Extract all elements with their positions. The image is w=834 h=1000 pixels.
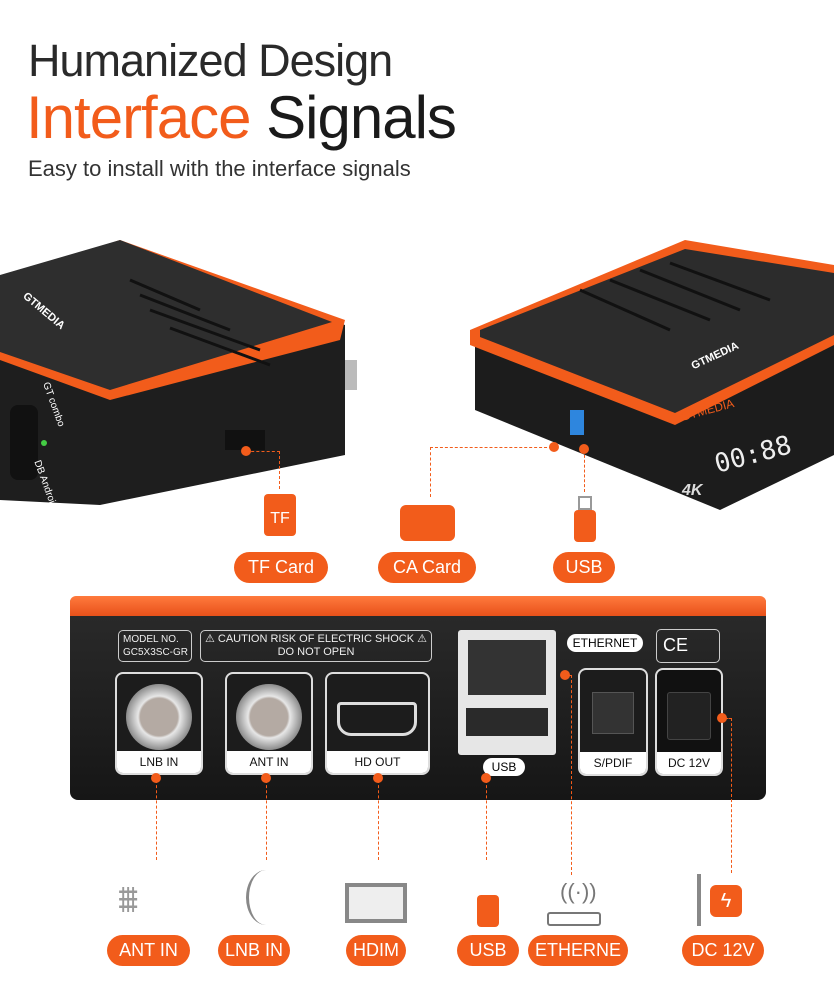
usb-stick-icon (574, 510, 596, 542)
wall-icon (697, 874, 701, 926)
port-lnb-in: LNB IN (115, 672, 203, 775)
heading-line2: Interface Signals (26, 84, 457, 151)
antenna-icon: ⩩ (118, 879, 139, 921)
rear-panel-top-trim (70, 596, 766, 616)
model-label: MODEL NO. GC5X3SC-GR (118, 630, 192, 662)
callout-dc-12v: DC 12V (682, 935, 764, 966)
callout-lnb-in: LNB IN (218, 935, 290, 966)
usb-port-label: USB (483, 758, 525, 776)
tv-icon (345, 883, 407, 923)
port-hdmi: HD OUT (325, 672, 430, 775)
callout-ant-in: ANT IN (107, 935, 190, 966)
router-icon (547, 912, 601, 926)
device-right-image (470, 240, 834, 510)
resolution-badge: 4K (682, 482, 703, 499)
usb-connector-icon (578, 496, 592, 510)
power-plug-icon: ϟ (710, 885, 742, 917)
callout-usb-bottom: USB (457, 935, 519, 966)
model-label-title: MODEL NO. (123, 634, 179, 645)
port-dc: DC 12V (655, 668, 723, 776)
sd-card-icon: TF (264, 494, 296, 536)
ce-mark: CE (656, 629, 720, 663)
usb-stick-icon-bottom (477, 895, 499, 927)
callout-hdmi: HDIM (346, 935, 406, 966)
callout-ca-card: CA Card (378, 552, 476, 583)
ethernet-port-label: ETHERNET (567, 634, 643, 652)
heading-line1: Humanized Design (28, 35, 393, 86)
caution-text: ⚠ CAUTION RISK OF ELECTRIC SHOCK ⚠ (204, 633, 428, 645)
port-ethernet-usb (458, 630, 556, 755)
caution-label: ⚠ CAUTION RISK OF ELECTRIC SHOCK ⚠DO NOT… (200, 630, 432, 662)
model-number: GC5X3SC-GR (123, 647, 189, 658)
wifi-icon: ((·)) (560, 879, 597, 904)
device-left-image (0, 240, 357, 505)
subtitle: Easy to install with the interface signa… (28, 156, 411, 181)
ca-card-icon (400, 505, 455, 541)
port-ant-in: ANT IN (225, 672, 313, 775)
caution-text2: DO NOT OPEN (277, 646, 355, 658)
callout-usb-top: USB (553, 552, 615, 583)
callout-ethernet: ETHERNE (528, 935, 628, 966)
heading-accent: Interface (26, 84, 251, 151)
callout-tf-card: TF Card (234, 552, 328, 583)
heading-rest: Signals (266, 84, 457, 151)
port-spdif: S/PDIF (578, 668, 648, 776)
satellite-dish-icon (246, 870, 286, 925)
